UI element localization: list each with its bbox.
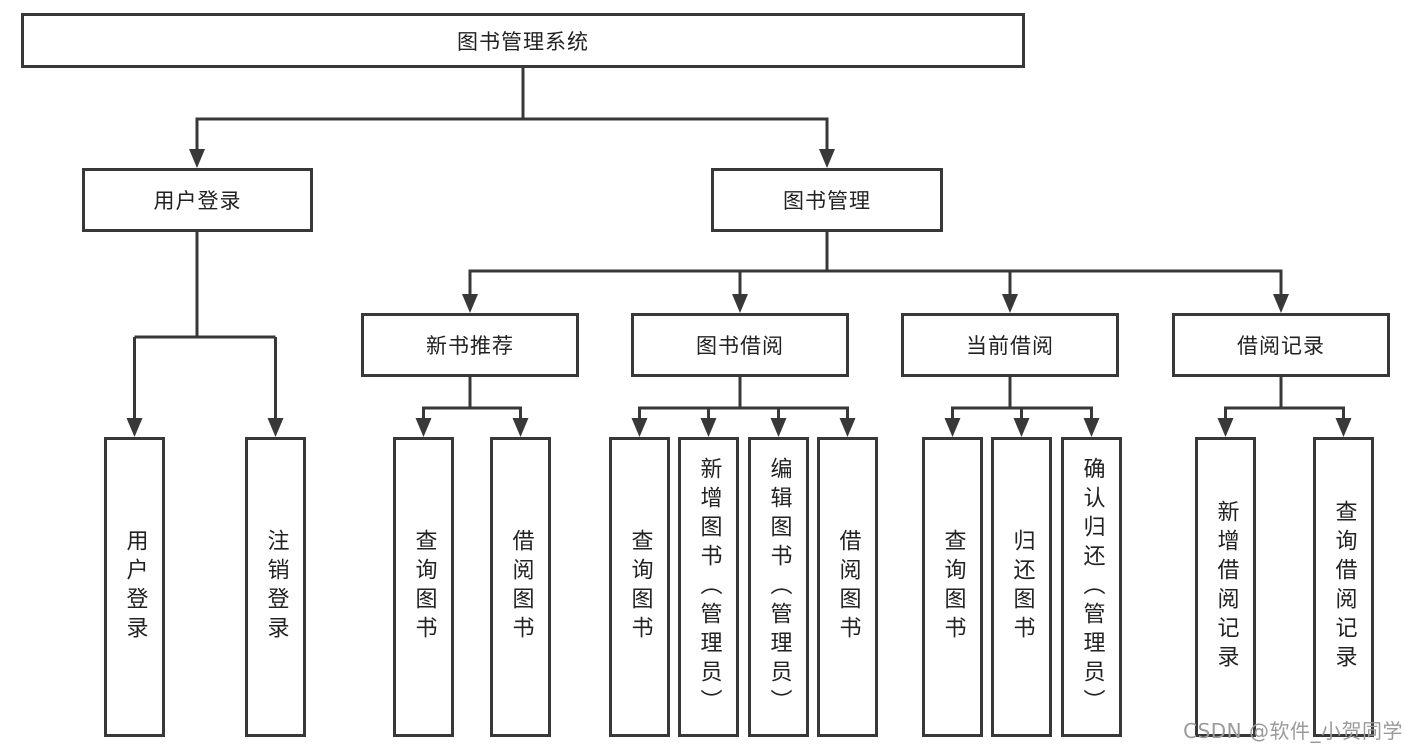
leaf-logout: 注销登录 bbox=[245, 437, 306, 737]
leaf-user-login: 用户登录 bbox=[104, 437, 165, 737]
leaf-query-borrow-record: 查询借阅记录 bbox=[1313, 437, 1374, 737]
leaf-add-book-admin: 新增图书（管理员） bbox=[678, 437, 739, 737]
connector-login-to-leaves bbox=[133, 232, 277, 420]
node-new-book-recommendation: 新书推荐 bbox=[361, 313, 579, 377]
leaf-edit-book-admin: 编辑图书（管理员） bbox=[748, 437, 809, 737]
node-user-login: 用户登录 bbox=[82, 168, 313, 232]
leaf-confirm-return-admin: 确认归还（管理员） bbox=[1061, 437, 1122, 737]
node-book-management: 图书管理 bbox=[711, 168, 943, 232]
csdn-watermark: CSDN @软件_小贺同学 bbox=[1183, 719, 1403, 743]
connector-leaf-drops bbox=[422, 408, 1345, 421]
leaf-borrow-books-recommend: 借阅图书 bbox=[490, 437, 551, 737]
leaf-query-books-borrow: 查询图书 bbox=[609, 437, 670, 737]
leaf-borrow-books: 借阅图书 bbox=[817, 437, 878, 737]
node-borrowing-records: 借阅记录 bbox=[1172, 313, 1390, 377]
connector-root-to-level2 bbox=[195, 68, 829, 152]
connector-mgmt-to-level3 bbox=[468, 232, 1283, 296]
leaf-return-books: 归还图书 bbox=[991, 437, 1052, 737]
node-current-borrowing: 当前借阅 bbox=[901, 313, 1119, 377]
leaf-query-books-current: 查询图书 bbox=[922, 437, 983, 737]
node-book-borrowing: 图书借阅 bbox=[631, 313, 849, 377]
node-library-management-system: 图书管理系统 bbox=[21, 13, 1025, 68]
connector-level3-branches bbox=[422, 377, 1345, 410]
leaf-add-borrow-record: 新增借阅记录 bbox=[1195, 437, 1256, 737]
leaf-query-books-recommend: 查询图书 bbox=[393, 437, 454, 737]
